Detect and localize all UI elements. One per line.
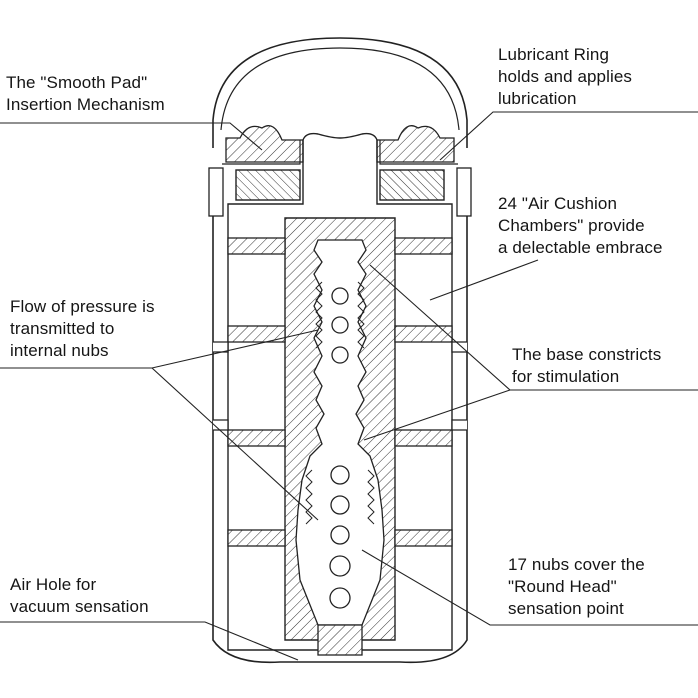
cap-assembly	[208, 125, 472, 217]
label-smooth-pad: The "Smooth Pad" Insertion Mechanism	[6, 73, 165, 114]
leader-air-cushion	[429, 259, 539, 301]
label-base-constricts: The base constricts for stimulation	[512, 345, 662, 386]
outer-shell-inner	[220, 47, 460, 131]
label-pressure-flow: Flow of pressure is transmitted to inter…	[10, 297, 155, 360]
leader-air-hole	[0, 621, 299, 661]
leader-pressure-b	[151, 367, 319, 521]
outer-shell	[212, 37, 468, 148]
base-plug	[317, 624, 363, 656]
leader-base-b	[363, 389, 511, 441]
lubricant-ring-left	[235, 169, 301, 201]
leader-lines	[0, 111, 698, 661]
leader-smooth-pad	[0, 122, 263, 151]
label-air-cushion: 24 "Air Cushion Chambers" provide a dele…	[498, 194, 663, 257]
case-body	[212, 190, 468, 664]
chamber-dividers	[227, 237, 453, 547]
label-air-hole: Air Hole for vacuum sensation	[10, 575, 149, 616]
label-nubs: 17 nubs cover the "Round Head" sensation…	[508, 555, 645, 618]
nubs	[329, 287, 351, 609]
label-lubricant-ring: Lubricant Ring holds and applies lubrica…	[498, 45, 633, 108]
inner-sleeve	[227, 132, 453, 656]
leader-nubs	[361, 549, 698, 626]
lubricant-ring-right	[379, 169, 445, 201]
leader-lubricant	[439, 111, 698, 161]
